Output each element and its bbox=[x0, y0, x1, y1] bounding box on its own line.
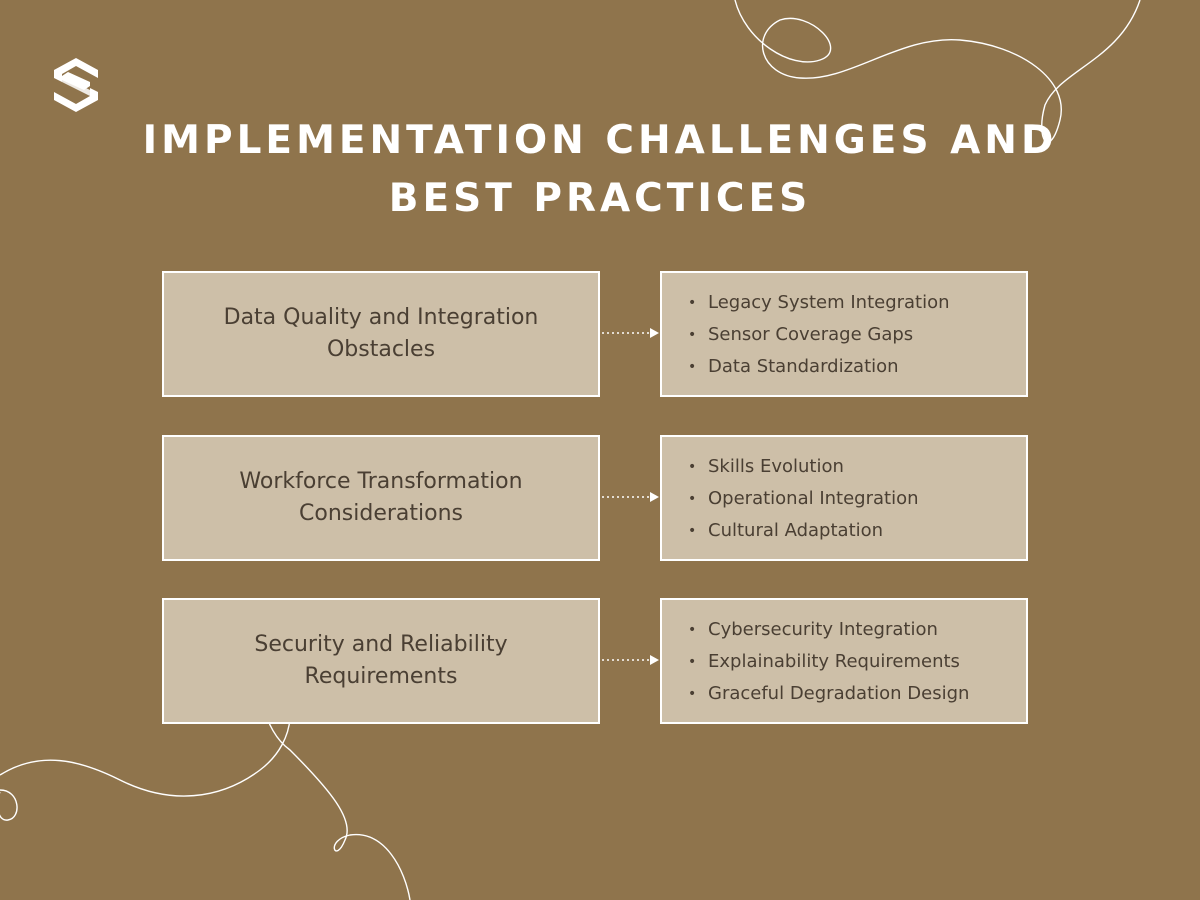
challenge-row: Data Quality and Integration Obstacles •… bbox=[162, 271, 1028, 397]
list-item: • Data Standardization bbox=[686, 351, 1026, 383]
challenge-label: Data Quality and Integration Obstacles bbox=[223, 305, 539, 362]
practice-label: Legacy System Integration bbox=[708, 292, 950, 313]
dotted-arrow-icon bbox=[602, 492, 659, 502]
practice-label: Graceful Degradation Design bbox=[708, 683, 970, 704]
bullet-icon: • bbox=[688, 686, 697, 702]
practice-label: Cybersecurity Integration bbox=[708, 619, 938, 640]
page-title: IMPLEMENTATION CHALLENGES AND BEST PRACT… bbox=[100, 112, 1100, 228]
challenge-row: Workforce Transformation Considerations … bbox=[162, 435, 1028, 561]
challenge-box: Data Quality and Integration Obstacles bbox=[162, 271, 600, 397]
left-edge-loop bbox=[0, 789, 18, 821]
bullet-icon: • bbox=[688, 295, 697, 311]
practice-label: Skills Evolution bbox=[708, 456, 844, 477]
practice-label: Data Standardization bbox=[708, 356, 899, 377]
list-item: • Sensor Coverage Gaps bbox=[686, 319, 1026, 351]
challenge-label: Security and Reliability Requirements bbox=[254, 632, 508, 689]
challenge-row: Security and Reliability Requirements • C… bbox=[162, 598, 1028, 724]
dotted-arrow-icon bbox=[602, 328, 659, 338]
practices-box: • Skills Evolution • Operational Integrati… bbox=[660, 435, 1028, 561]
challenge-box: Workforce Transformation Considerations bbox=[162, 435, 600, 561]
list-item: • Skills Evolution bbox=[686, 451, 1026, 483]
bullet-icon: • bbox=[688, 359, 697, 375]
bullet-icon: • bbox=[688, 327, 697, 343]
dotted-arrow-icon bbox=[602, 655, 659, 665]
challenge-label: Workforce Transformation Considerations bbox=[239, 469, 523, 526]
practice-label: Cultural Adaptation bbox=[708, 520, 884, 541]
list-item: • Legacy System Integration bbox=[686, 287, 1026, 319]
practices-list: • Skills Evolution • Operational Integrati… bbox=[662, 437, 1026, 547]
bullet-icon: • bbox=[688, 622, 697, 638]
s-logo-icon bbox=[48, 56, 104, 112]
practices-list: • Cybersecurity Integration • Explainabili… bbox=[662, 600, 1026, 710]
title-line-2: BEST PRACTICES bbox=[388, 176, 812, 221]
bullet-icon: • bbox=[688, 523, 697, 539]
practices-box: • Legacy System Integration • Sensor Cover… bbox=[660, 271, 1028, 397]
practices-box: • Cybersecurity Integration • Explainabili… bbox=[660, 598, 1028, 724]
list-item: • Explainability Requirements bbox=[686, 646, 1026, 678]
list-item: • Cultural Adaptation bbox=[686, 515, 1026, 547]
list-item: • Operational Integration bbox=[686, 483, 1026, 515]
bullet-icon: • bbox=[688, 491, 697, 507]
challenge-box: Security and Reliability Requirements bbox=[162, 598, 600, 724]
practices-list: • Legacy System Integration • Sensor Cover… bbox=[662, 273, 1026, 383]
list-item: • Cybersecurity Integration bbox=[686, 614, 1026, 646]
bullet-icon: • bbox=[688, 654, 697, 670]
bullet-icon: • bbox=[688, 459, 697, 475]
practice-label: Explainability Requirements bbox=[708, 651, 960, 672]
title-line-1: IMPLEMENTATION CHALLENGES AND bbox=[142, 118, 1058, 163]
practice-label: Operational Integration bbox=[708, 488, 919, 509]
practice-label: Sensor Coverage Gaps bbox=[708, 324, 914, 345]
list-item: • Graceful Degradation Design bbox=[686, 678, 1026, 710]
